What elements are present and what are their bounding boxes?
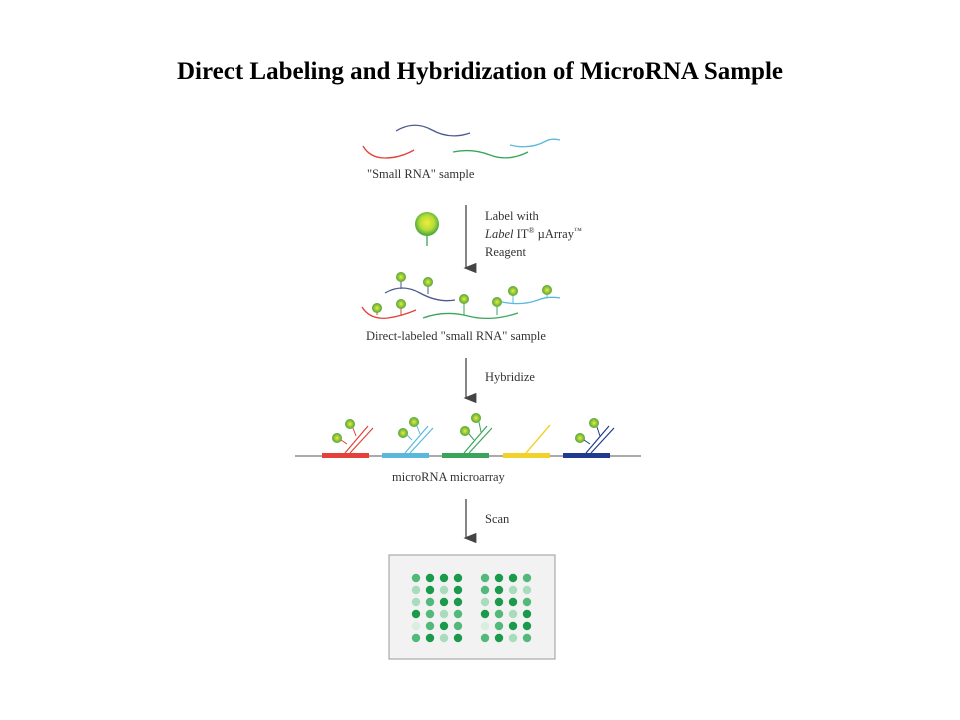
scan-spot [522, 609, 532, 619]
label-with-text: Label with [485, 209, 540, 223]
rna-strand-green [452, 149, 529, 159]
scan-spot [425, 585, 435, 595]
scan-spot [522, 621, 532, 631]
scan-spot [522, 573, 532, 583]
scan-spot [453, 597, 463, 607]
scan-spot [480, 621, 490, 631]
small-rna-sample-label: "Small RNA" sample [367, 167, 475, 181]
scan-spot [508, 585, 518, 595]
reagent-name: Label IT® µArray™ [484, 226, 582, 241]
scan-spot [439, 585, 449, 595]
scan-spot [508, 597, 518, 607]
scan-spot [480, 609, 490, 619]
scan-spot [508, 573, 518, 583]
spot-grid [411, 573, 532, 643]
small-rna-strands [362, 124, 561, 159]
scan-spot [425, 609, 435, 619]
scan-spot [425, 573, 435, 583]
scan-spot [508, 633, 518, 643]
label-molecule-icon [415, 212, 439, 246]
scan-spot [411, 609, 421, 619]
labeled-rna-strands [361, 272, 561, 320]
scan-spot [480, 573, 490, 583]
scan-spot [425, 597, 435, 607]
scan-spot [411, 597, 421, 607]
scan-spot [522, 585, 532, 595]
scan-spot [494, 609, 504, 619]
rna-strand-cyan [509, 138, 561, 148]
scan-spot [439, 573, 449, 583]
scan-spot [411, 633, 421, 643]
scan-spot [494, 585, 504, 595]
scan-spot [480, 585, 490, 595]
scan-spot [453, 621, 463, 631]
scan-spot [522, 597, 532, 607]
scan-spot [453, 609, 463, 619]
scan-spot [453, 585, 463, 595]
scan-spot [494, 597, 504, 607]
scan-spot [508, 609, 518, 619]
scan-spot [453, 573, 463, 583]
scan-spot [494, 633, 504, 643]
scan-spot [411, 573, 421, 583]
scan-label: Scan [485, 512, 510, 526]
microarray-label: microRNA microarray [392, 470, 506, 484]
scan-spot [439, 621, 449, 631]
scan-result-slide [388, 554, 556, 660]
scan-spot [411, 621, 421, 631]
scan-spot [508, 621, 518, 631]
rna-strand-blue [395, 124, 471, 137]
scan-spot [439, 609, 449, 619]
scan-spot [439, 633, 449, 643]
scan-spot [411, 585, 421, 595]
page-title: Direct Labeling and Hybridization of Mic… [176, 58, 784, 85]
scan-spot [439, 597, 449, 607]
scan-spot [425, 621, 435, 631]
scan-spot [494, 621, 504, 631]
scan-spot [453, 633, 463, 643]
scan-spot [425, 633, 435, 643]
scan-spot [522, 633, 532, 643]
hybridize-label: Hybridize [485, 370, 535, 384]
scan-spot [480, 633, 490, 643]
scan-spot [480, 597, 490, 607]
reagent-text: Reagent [485, 245, 526, 259]
microarray-surface [295, 413, 641, 458]
rna-strand-red [362, 145, 415, 159]
direct-labeled-sample-label: Direct-labeled "small RNA" sample [366, 329, 546, 343]
scan-spot [494, 573, 504, 583]
